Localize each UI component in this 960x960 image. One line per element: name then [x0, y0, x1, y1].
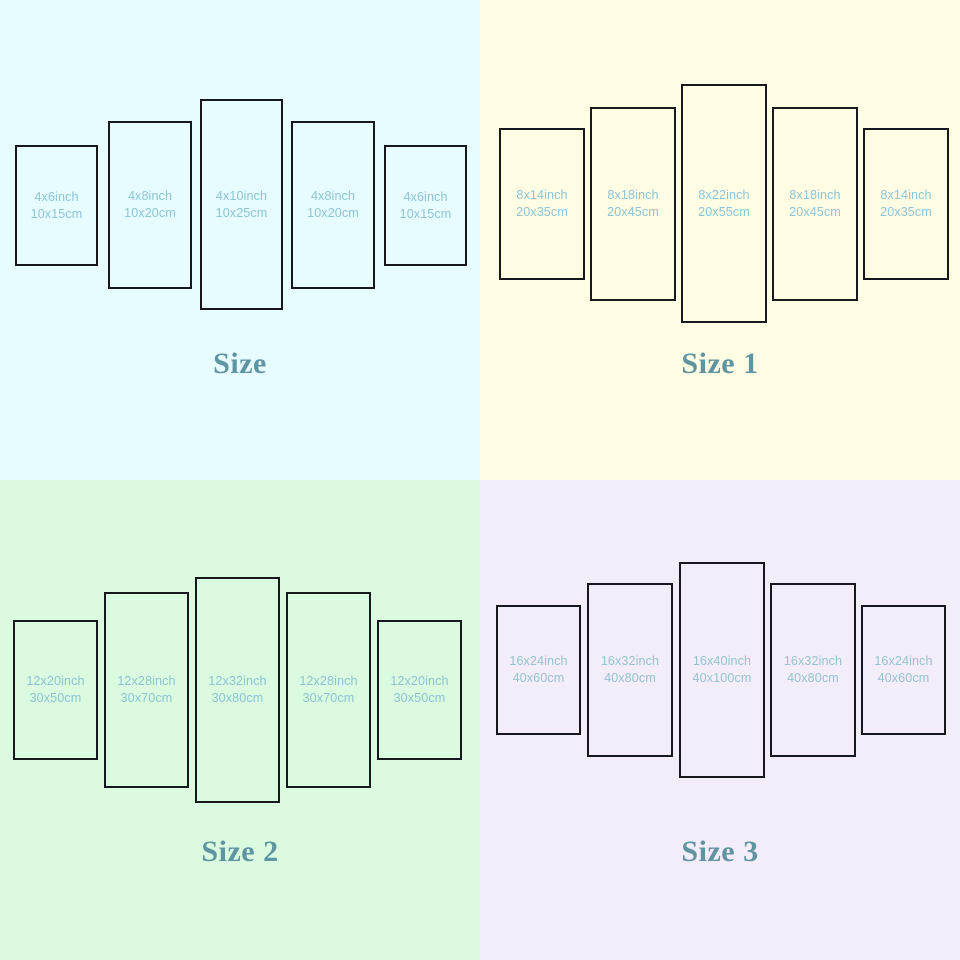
panel-size-cm: 10x15cm — [30, 206, 83, 221]
panel-size-label: 12x20inch 30x50cm — [26, 673, 84, 707]
panel-size-inch: 12x28inch — [299, 674, 358, 689]
canvas-panel[interactable]: 16x32inch 40x80cm — [587, 583, 673, 757]
panel-size-label: 12x32inch 30x80cm — [208, 673, 266, 707]
panel-size-label: 16x40inch 40x100cm — [693, 653, 752, 687]
panel-size-cm: 10x20cm — [124, 206, 176, 220]
panel-size-label: 4x6inch 10x15cm — [400, 189, 452, 223]
panel-size-inch: 12x28inch — [117, 674, 176, 689]
panel-size-inch: 12x20inch — [26, 674, 85, 689]
panel-size-label: 4x10inch 10x25cm — [216, 188, 268, 222]
canvas-panel[interactable]: 16x24inch 40x60cm — [496, 605, 581, 735]
panel-size-label: 8x18inch 20x45cm — [607, 187, 659, 221]
panel-size-label: 8x18inch 20x45cm — [789, 187, 841, 221]
panel-size-cm: 20x35cm — [880, 205, 932, 219]
canvas-panel[interactable]: 4x6inch 10x15cm — [384, 145, 467, 266]
panel-size-cm: 20x55cm — [698, 204, 750, 219]
panel-size-cm: 20x35cm — [516, 205, 568, 219]
panel-size-cm: 40x80cm — [787, 671, 839, 685]
canvas-panel[interactable]: 12x20inch 30x50cm — [13, 620, 98, 760]
panel-size-cm: 30x70cm — [120, 691, 173, 705]
panel-size-inch: 16x32inch — [600, 654, 660, 669]
size-quadrant-size-3: 16x24inch 40x60cm 16x32inch 40x80cm 16x4… — [480, 480, 960, 960]
canvas-panel[interactable]: 8x14inch 20x35cm — [499, 128, 585, 280]
quadrant-title: Size — [213, 347, 267, 380]
panel-size-inch: 8x22inch — [698, 187, 750, 202]
panel-size-inch: 4x8inch — [310, 189, 356, 204]
quadrant-title: Size 1 — [681, 347, 759, 380]
canvas-panel[interactable]: 12x28inch 30x70cm — [104, 592, 189, 788]
panel-size-cm: 10x15cm — [399, 206, 452, 221]
panel-size-cm: 30x50cm — [29, 691, 82, 705]
size-quadrant-size-2: 12x20inch 30x50cm 12x28inch 30x70cm 12x3… — [0, 480, 480, 960]
panel-size-inch: 8x14inch — [516, 188, 568, 203]
panel-size-inch: 12x20inch — [390, 674, 449, 689]
panel-size-cm: 30x70cm — [302, 691, 355, 705]
panel-size-inch: 8x18inch — [607, 188, 659, 203]
panel-size-label: 8x14inch 20x35cm — [880, 187, 932, 221]
panel-size-cm: 30x50cm — [393, 691, 446, 705]
size-quadrant-size: 4x6inch 10x15cm 4x8inch 10x20cm 4x10inch… — [0, 0, 480, 480]
panel-size-inch: 16x24inch — [874, 654, 933, 669]
panel-size-cm: 10x25cm — [215, 205, 268, 220]
canvas-panel[interactable]: 8x14inch 20x35cm — [863, 128, 949, 280]
panel-size-cm: 30x80cm — [211, 691, 264, 705]
panel-size-inch: 12x32inch — [208, 674, 267, 689]
panel-size-label: 4x8inch 10x20cm — [124, 188, 176, 222]
panel-size-label: 16x24inch 40x60cm — [509, 653, 567, 687]
canvas-panel[interactable]: 4x8inch 10x20cm — [291, 121, 375, 289]
panel-stage: 12x20inch 30x50cm 12x28inch 30x70cm 12x3… — [0, 480, 480, 820]
panel-size-cm: 10x20cm — [307, 206, 359, 220]
panel-size-inch: 4x6inch — [403, 189, 448, 204]
panel-stage: 4x6inch 10x15cm 4x8inch 10x20cm 4x10inch… — [0, 0, 480, 340]
panel-size-label: 16x32inch 40x80cm — [601, 653, 659, 687]
panel-size-inch: 16x24inch — [509, 654, 568, 669]
panel-size-inch: 16x40inch — [692, 654, 752, 669]
canvas-panel[interactable]: 4x10inch 10x25cm — [200, 99, 283, 310]
quadrant-title: Size 2 — [201, 835, 279, 868]
panel-size-label: 8x14inch 20x35cm — [516, 187, 568, 221]
panel-size-inch: 16x32inch — [783, 654, 843, 669]
panel-size-label: 12x28inch 30x70cm — [299, 673, 357, 707]
canvas-panel[interactable]: 8x22inch 20x55cm — [681, 84, 767, 323]
canvas-panel[interactable]: 4x8inch 10x20cm — [108, 121, 192, 289]
panel-size-label: 8x22inch 20x55cm — [698, 187, 750, 221]
panel-size-cm: 40x80cm — [604, 671, 656, 685]
panel-stage: 16x24inch 40x60cm 16x32inch 40x80cm 16x4… — [480, 480, 960, 820]
panel-size-inch: 8x18inch — [789, 188, 841, 203]
panel-size-cm: 40x60cm — [877, 671, 930, 685]
canvas-panel[interactable]: 12x20inch 30x50cm — [377, 620, 462, 760]
canvas-panel[interactable]: 8x18inch 20x45cm — [590, 107, 676, 301]
canvas-panel[interactable]: 12x28inch 30x70cm — [286, 592, 371, 788]
panel-size-label: 12x28inch 30x70cm — [117, 673, 175, 707]
canvas-panel[interactable]: 16x40inch 40x100cm — [679, 562, 765, 778]
panel-size-cm: 20x45cm — [789, 205, 841, 219]
panel-size-label: 16x32inch 40x80cm — [784, 653, 842, 687]
panel-size-cm: 40x100cm — [692, 671, 752, 685]
panel-size-label: 4x8inch 10x20cm — [307, 188, 359, 222]
panel-size-label: 16x24inch 40x60cm — [874, 653, 932, 687]
panel-size-inch: 8x14inch — [880, 188, 932, 203]
panel-stage: 8x14inch 20x35cm 8x18inch 20x45cm 8x22in… — [480, 0, 960, 340]
quadrant-title: Size 3 — [681, 835, 759, 868]
panel-size-label: 12x20inch 30x50cm — [390, 673, 448, 707]
panel-size-inch: 4x6inch — [34, 189, 79, 204]
panel-size-label: 4x6inch 10x15cm — [31, 189, 83, 223]
panel-size-inch: 4x8inch — [127, 189, 173, 204]
canvas-panel[interactable]: 4x6inch 10x15cm — [15, 145, 98, 266]
panel-size-cm: 20x45cm — [607, 205, 659, 219]
canvas-panel[interactable]: 8x18inch 20x45cm — [772, 107, 858, 301]
canvas-panel[interactable]: 16x32inch 40x80cm — [770, 583, 856, 757]
canvas-panel[interactable]: 16x24inch 40x60cm — [861, 605, 946, 735]
panel-size-inch: 4x10inch — [215, 188, 268, 203]
size-quadrant-size-1: 8x14inch 20x35cm 8x18inch 20x45cm 8x22in… — [480, 0, 960, 480]
panel-size-cm: 40x60cm — [512, 671, 565, 685]
canvas-panel[interactable]: 12x32inch 30x80cm — [195, 577, 280, 803]
